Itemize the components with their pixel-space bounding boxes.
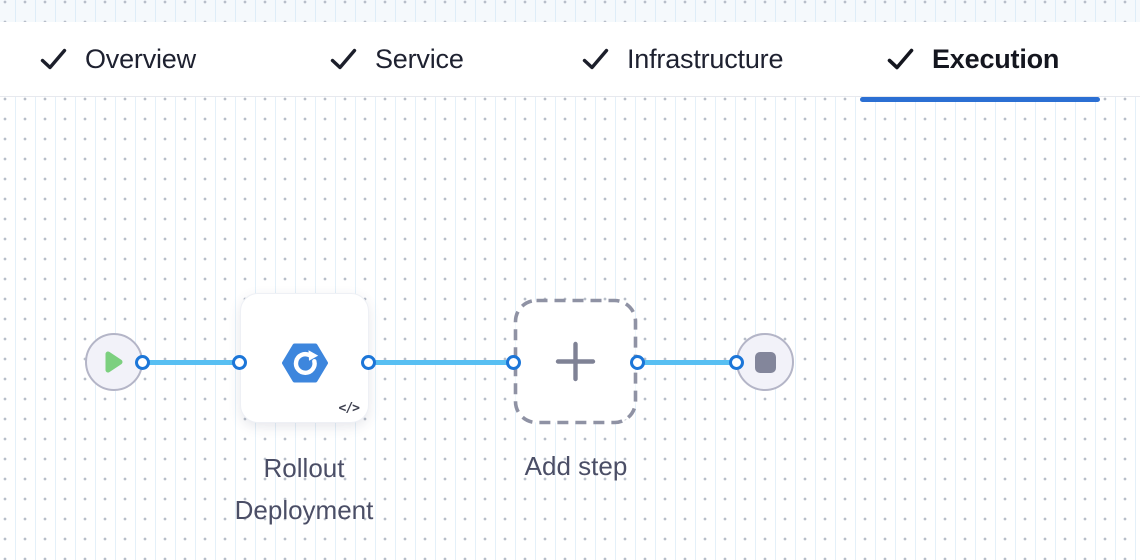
- check-icon: [330, 48, 357, 70]
- port-addstep-in[interactable]: [506, 354, 521, 370]
- edge-start-to-step: [142, 359, 240, 365]
- add-step-node[interactable]: [513, 298, 638, 425]
- pipeline-end-node[interactable]: [736, 333, 794, 391]
- pipeline-canvas[interactable]: </> Rollout Deployment Add step: [0, 97, 1140, 560]
- tab-execution[interactable]: Execution: [887, 22, 1059, 96]
- check-icon: [40, 48, 67, 70]
- tab-overview-label: Overview: [85, 43, 196, 74]
- port-step-out[interactable]: [361, 354, 376, 370]
- check-icon: [887, 48, 914, 70]
- yaml-code-badge[interactable]: </>: [338, 401, 361, 416]
- tab-infrastructure-label: Infrastructure: [627, 43, 784, 74]
- canvas-top-strip: [0, 0, 1140, 22]
- step-label-rollout-deployment: Rollout Deployment: [234, 453, 374, 525]
- edge-addstep-to-end: [637, 359, 737, 365]
- port-addstep-out[interactable]: [630, 354, 645, 370]
- step-label-add-step: Add step: [524, 451, 628, 481]
- stop-icon: [754, 351, 776, 373]
- active-tab-indicator: [860, 97, 1100, 102]
- tab-execution-label: Execution: [932, 43, 1060, 74]
- kubernetes-rollout-icon: [282, 343, 328, 383]
- stage-setup-tabbar: Overview Service Infrastructure Executio…: [0, 22, 1140, 97]
- tab-service[interactable]: Service: [330, 22, 464, 96]
- edge-step-to-addstep: [368, 359, 514, 365]
- port-start-out[interactable]: [135, 354, 150, 370]
- port-step-in[interactable]: [232, 354, 247, 370]
- plus-icon: [555, 341, 596, 382]
- check-icon: [582, 48, 609, 70]
- pipeline-start-node[interactable]: [85, 333, 143, 391]
- step-node-rollout-deployment[interactable]: </>: [240, 293, 369, 423]
- tab-service-label: Service: [375, 43, 464, 74]
- play-icon: [105, 351, 123, 373]
- port-end-in[interactable]: [729, 354, 744, 370]
- tab-overview[interactable]: Overview: [40, 22, 196, 96]
- tab-infrastructure[interactable]: Infrastructure: [582, 22, 783, 96]
